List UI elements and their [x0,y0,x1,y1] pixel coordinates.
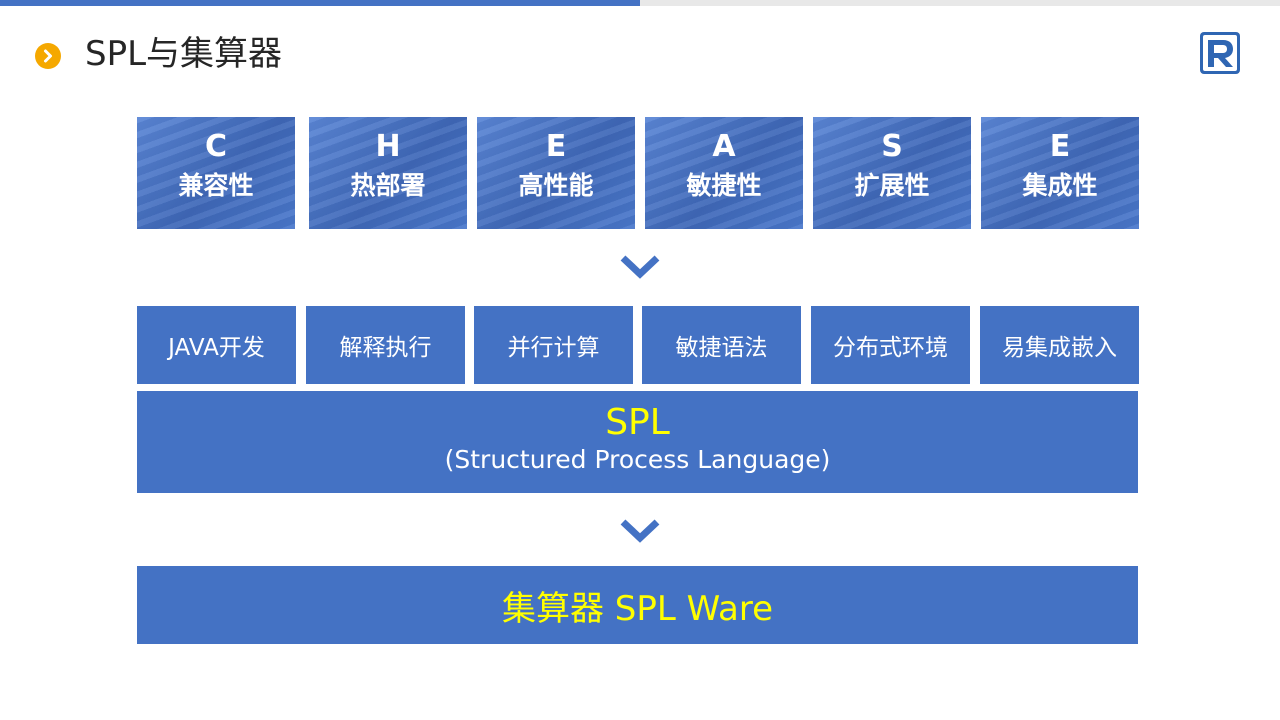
capability-easy-embedding: 易集成嵌入 [980,306,1139,384]
capability-java-development: JAVA开发 [137,306,296,384]
feature-label: 扩展性 [854,171,930,200]
feature-label: 热部署 [350,171,426,200]
feature-letter: H [375,129,401,164]
feature-letter: A [712,129,736,164]
page-title: SPL与集算器 [85,34,283,74]
feature-tile-compatibility: C 兼容性 [137,117,295,229]
feature-letter: E [1049,129,1071,164]
chevron-down-icon [619,517,661,545]
feature-letter: E [545,129,567,164]
feature-tile-extensibility: S 扩展性 [813,117,971,229]
feature-label: 敏捷性 [686,171,762,200]
capability-interpreted-execution: 解释执行 [306,306,465,384]
top-accent-bar-track [640,0,1280,6]
product-band: 集算器 SPL Ware [137,566,1138,644]
chevron-right-circle-icon [35,43,61,69]
chevron-down-icon [619,253,661,281]
feature-label: 兼容性 [178,171,254,200]
spl-full-name: (Structured Process Language) [444,445,831,474]
feature-tile-hot-deploy: H 热部署 [309,117,467,229]
feature-tile-agility: A 敏捷性 [645,117,803,229]
capability-parallel-computing: 并行计算 [474,306,633,384]
capability-distributed-environment: 分布式环境 [811,306,970,384]
capability-agile-syntax: 敏捷语法 [642,306,801,384]
r-logo-icon [1199,31,1241,75]
feature-tile-performance: E 高性能 [477,117,635,229]
feature-letter: S [881,129,903,164]
top-accent-bar [0,0,640,6]
feature-label: 高性能 [518,171,594,200]
feature-letter: C [204,129,228,164]
spl-band: SPL (Structured Process Language) [137,391,1138,493]
feature-label: 集成性 [1022,171,1098,200]
feature-tile-integration: E 集成性 [981,117,1139,229]
spl-name: SPL [605,402,670,443]
